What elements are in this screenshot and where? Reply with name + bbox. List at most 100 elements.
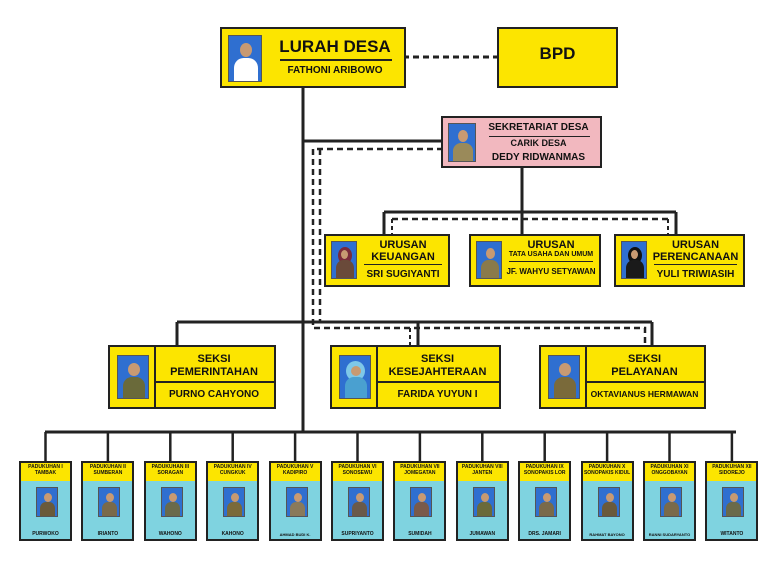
sekretariat-title: SEKRETARIAT DESA	[488, 122, 589, 133]
padukuhan-title-sub: JOMEGATAN	[404, 470, 436, 476]
urusan-title-sub: KEUANGAN	[371, 251, 435, 263]
padukuhan-title-sub: SUMBERAN	[93, 470, 123, 476]
padukuhan-name: RANNI SUDARYANTO	[648, 532, 691, 537]
portrait-photo	[548, 355, 580, 399]
padukuhan-title: PADUKUHAN XII	[712, 464, 752, 470]
seksi-name: OKTAVIANUS HERMAWAN	[590, 389, 699, 399]
padukuhan-title: PADUKUHAN I	[28, 464, 63, 470]
portrait-photo	[660, 487, 682, 517]
portrait-photo	[98, 487, 121, 517]
seksi-title-sub: PELAYANAN	[611, 366, 678, 378]
padukuhan-title: PADUKUHAN XI	[650, 464, 689, 470]
coordination-dashed-path	[311, 147, 647, 343]
sekretariat-name: DEDY RIDWANMAS	[491, 152, 586, 163]
urusan-title: URUSAN	[671, 239, 720, 251]
portrait-photo	[535, 487, 558, 517]
padukuhan-title-sub: JANTEN	[472, 470, 493, 476]
seksi-title: SEKSI	[420, 353, 454, 365]
sekretariat-photo	[448, 123, 476, 162]
padukuhan-name: AHMAD BUDI K.	[279, 532, 311, 537]
padukuhan-title-sub: ONGGOBAYAN	[651, 470, 688, 476]
lurah-name: FATHONI ARIBOWO	[287, 65, 383, 76]
padukuhan-title: PADUKUHAN V	[276, 464, 314, 470]
urusan-title: URUSAN	[379, 239, 427, 251]
seksi-title: SEKSI	[627, 353, 661, 365]
portrait-photo	[331, 241, 357, 279]
padukuhan-title: PADUKUHAN VII	[400, 464, 440, 470]
padukuhan-title: PADUKUHAN VIII	[461, 464, 503, 470]
portrait-photo	[621, 241, 647, 279]
padukuhan-name: DRS. JAMARI	[528, 531, 561, 537]
seksi-title: SEKSI	[197, 353, 231, 365]
sekretariat-role: CARIK DESA	[510, 138, 567, 148]
padukuhan-title-sub: SONOPAKIS LOR	[523, 470, 566, 476]
lurah-photo	[228, 35, 262, 82]
padukuhan-name: RAHMAT BAYONO	[589, 532, 625, 537]
padukuhan-name: KAHONO	[221, 531, 244, 537]
padukuhan-title-sub: SORAGAN	[157, 470, 184, 476]
urusan-title-sub: TATA USAHA DAN UMUM	[508, 251, 594, 258]
padukuhan-title: PADUKUHAN VI	[338, 464, 377, 470]
urusan-name: SRI SUGIYANTI	[366, 269, 440, 280]
seksi-title-sub: PEMERINTAHAN	[170, 366, 258, 378]
padukuhan-title-sub: CUNGKUK	[219, 470, 246, 476]
portrait-photo	[597, 487, 620, 517]
portrait-photo	[36, 487, 58, 517]
padukuhan-title: PADUKUHAN X	[588, 464, 626, 470]
padukuhan-name: WAHONO	[158, 531, 182, 537]
portrait-photo	[160, 487, 183, 517]
portrait-photo	[476, 241, 502, 279]
portrait-photo	[285, 487, 308, 517]
urusan-name: JF. WAHYU SETYAWAN	[506, 267, 596, 276]
seksi-name: PURNO CAHYONO	[168, 389, 259, 400]
urusan-name: YULI TRIWIASIH	[656, 269, 735, 280]
seksi-name: FARIDA YUYUN I	[397, 389, 478, 400]
portrait-photo	[410, 487, 433, 517]
portrait-photo	[223, 487, 246, 517]
portrait-photo	[348, 487, 370, 517]
padukuhan-name: SUMIDAH	[408, 531, 432, 537]
padukuhan-title-sub: TAMBAK	[34, 470, 57, 476]
portrait-photo	[472, 487, 495, 517]
padukuhan-title-sub: SONOSEWU	[342, 470, 373, 476]
padukuhan-title-sub: SONOPAKIS KIDUL	[583, 470, 631, 476]
padukuhan-title-sub: KADIPIRO	[282, 470, 308, 476]
bpd-box[interactable]: BPD	[497, 27, 618, 88]
bpd-label: BPD	[539, 44, 576, 63]
padukuhan-name: WITANTO	[720, 531, 744, 537]
padukuhan-title-sub: SIDOREJO	[718, 470, 745, 476]
padukuhan-title: PADUKUHAN II	[89, 464, 126, 470]
seksi-title-sub: KESEJAHTERAAN	[388, 366, 487, 378]
urusan-title: URUSAN	[527, 239, 575, 251]
portrait-photo	[339, 355, 371, 399]
padukuhan-title: PADUKUHAN IX	[525, 464, 564, 470]
portrait-photo	[117, 355, 149, 399]
padukuhan-name: PURWOKO	[32, 531, 59, 537]
sekretariat-box[interactable]: SEKRETARIAT DESA CARIK DESA DEDY RIDWANM…	[441, 116, 602, 168]
urusan-title-sub: PERENCANAAN	[652, 251, 739, 263]
portrait-photo	[722, 487, 745, 517]
padukuhan-name: SUPRIYANTO	[341, 531, 374, 537]
lurah-desa-box[interactable]: LURAH DESA FATHONI ARIBOWO	[220, 27, 406, 88]
padukuhan-name: IRIANTO	[97, 531, 119, 537]
padukuhan-title: PADUKUHAN IV	[213, 464, 252, 470]
